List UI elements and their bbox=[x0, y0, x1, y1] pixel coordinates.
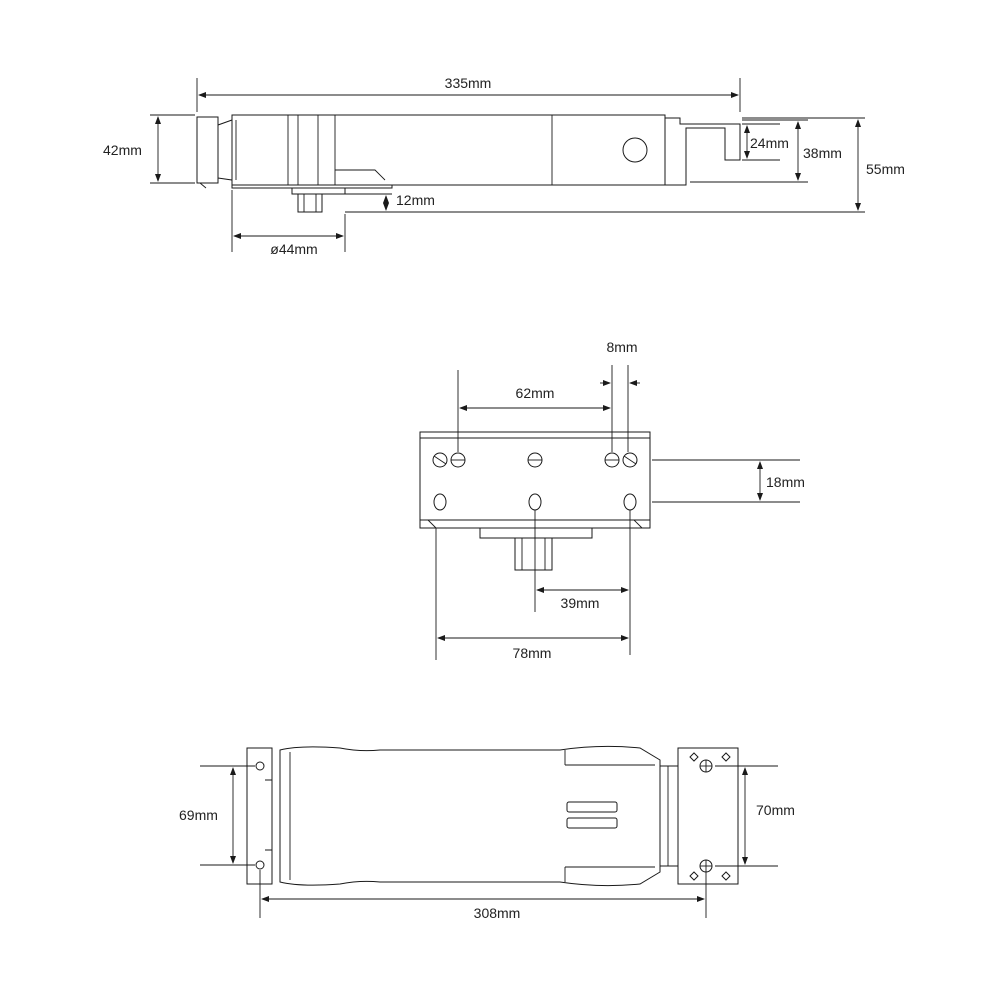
dim-69-label: 69mm bbox=[179, 807, 218, 823]
dim-55-label: 55mm bbox=[866, 161, 905, 177]
dim-62-label: 62mm bbox=[516, 385, 555, 401]
dim-335-label: 335mm bbox=[445, 75, 492, 91]
dim-308-label: 308mm bbox=[474, 905, 521, 921]
top-view: 69mm 70mm 308mm bbox=[179, 745, 795, 921]
side-view-body bbox=[196, 114, 741, 213]
dim-24-label: 24mm bbox=[750, 135, 789, 151]
dim-42-label: 42mm bbox=[103, 142, 142, 158]
dim-8-label: 8mm bbox=[606, 339, 637, 355]
dim-78-label: 78mm bbox=[513, 645, 552, 661]
dim-44-label: ø44mm bbox=[270, 241, 317, 257]
top-view-body bbox=[246, 745, 739, 887]
end-view: 62mm 8mm 18mm 39mm 78mm bbox=[419, 339, 805, 661]
dim-12-label: 12mm bbox=[396, 192, 435, 208]
dim-70-label: 70mm bbox=[756, 802, 795, 818]
side-view: 335mm 42mm 24mm 38mm 55mm 12mm ø44mm bbox=[103, 75, 905, 257]
dim-18-label: 18mm bbox=[766, 474, 805, 490]
dim-39-label: 39mm bbox=[561, 595, 600, 611]
dim-38-label: 38mm bbox=[803, 145, 842, 161]
